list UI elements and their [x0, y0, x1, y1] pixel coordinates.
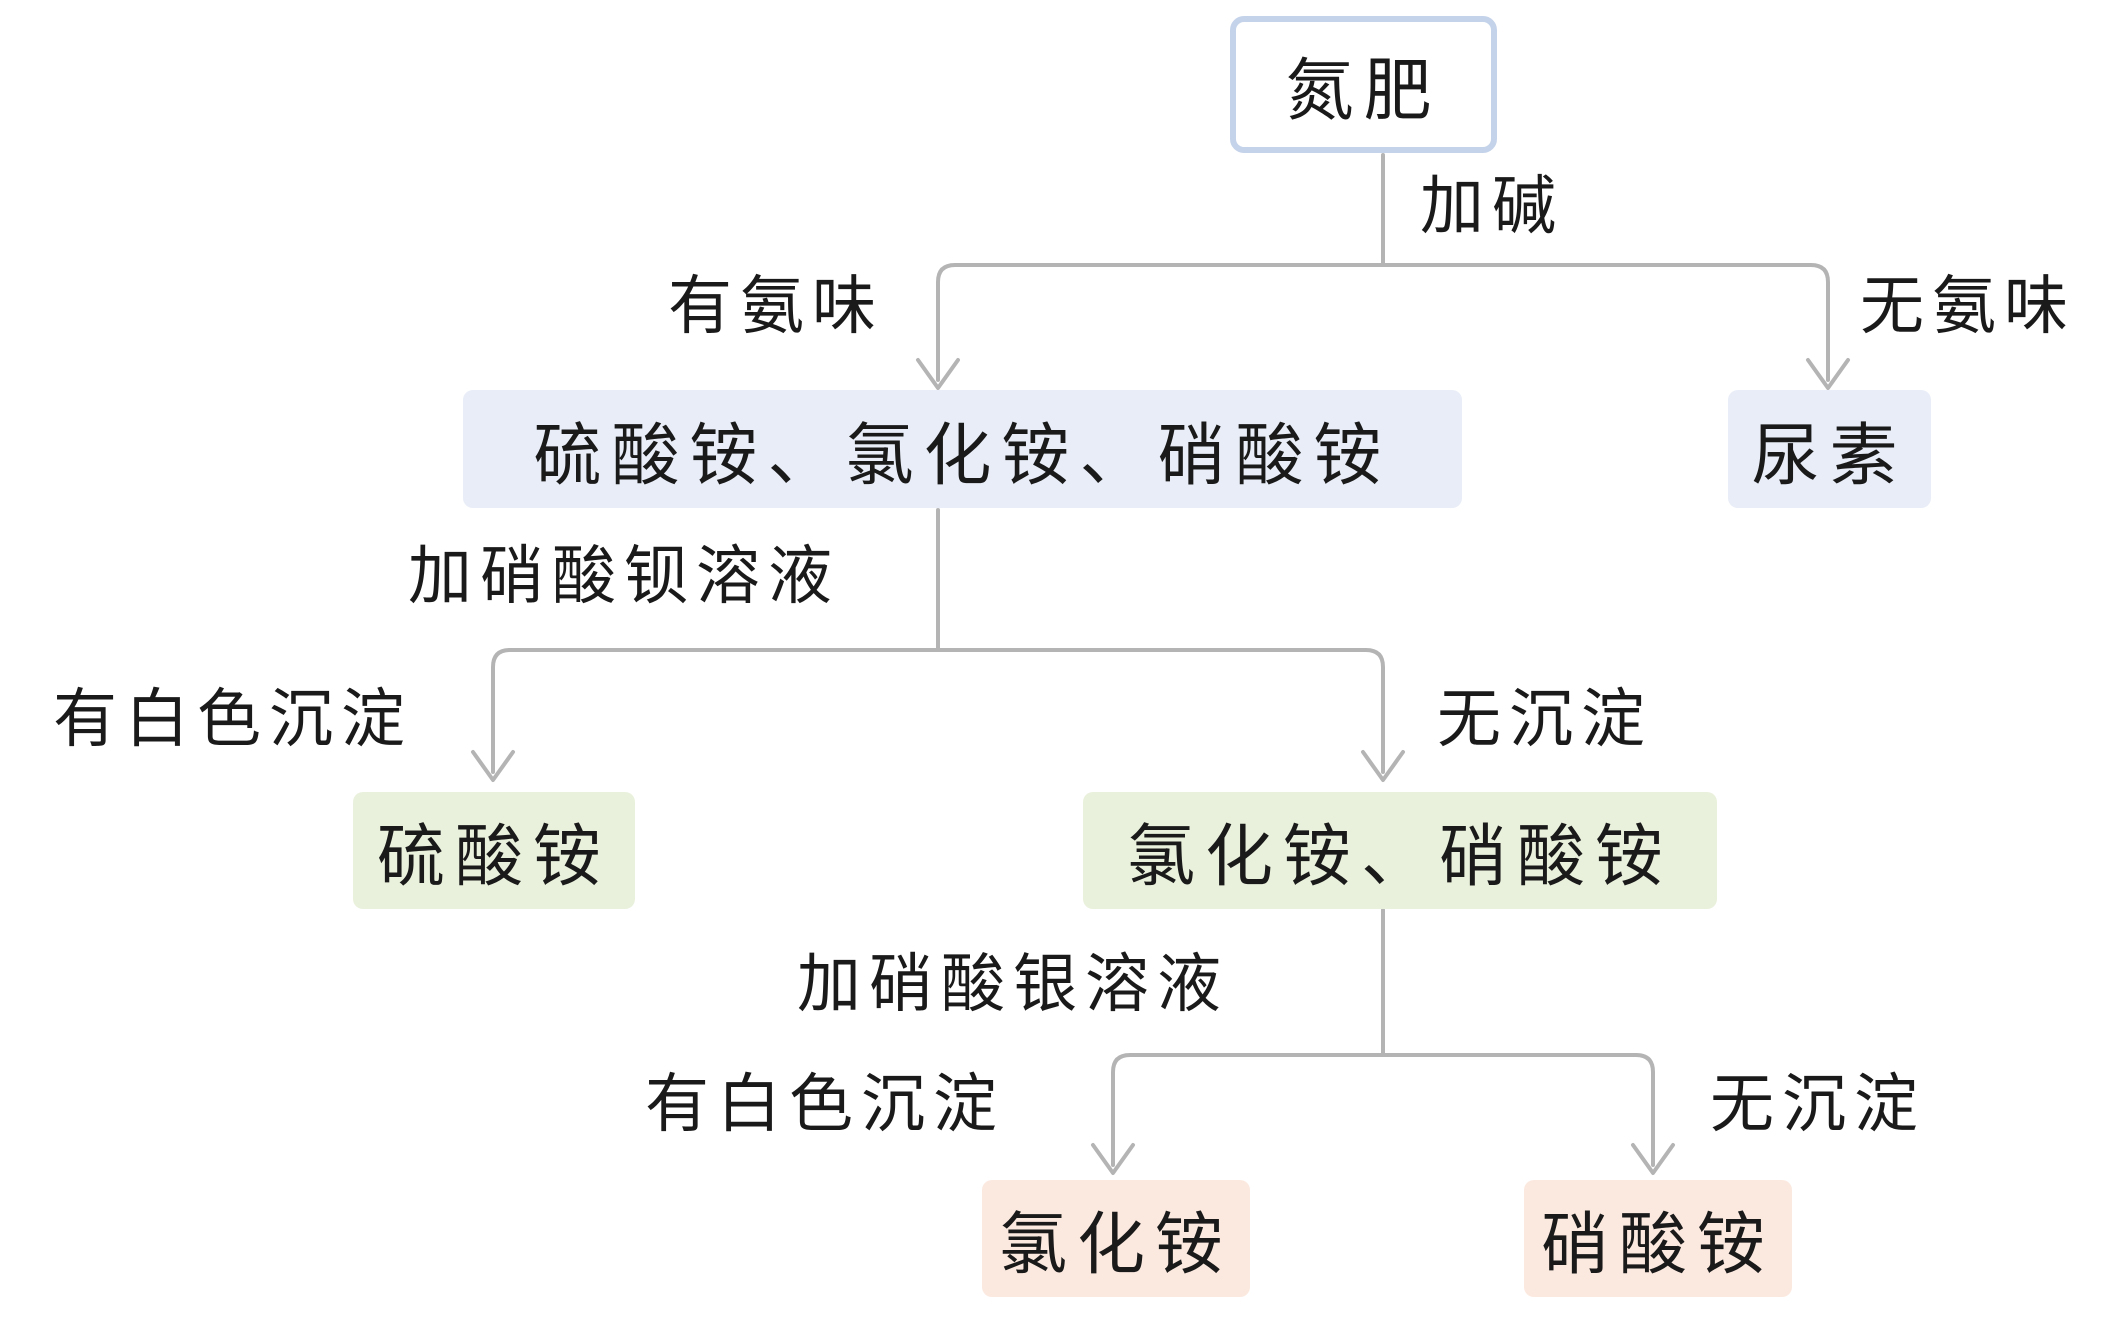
edge-label-no-ammonia-smell: 无氨味 [1860, 270, 2076, 344]
arrow-to-ammonium-chloride [1091, 1143, 1135, 1175]
edge-label-add-barium-nitrate: 加硝酸钡溶液 [408, 540, 840, 614]
node-ammonium-nitrate: 硝酸铵 [1524, 1180, 1792, 1297]
edge-label-white-precipitate-1: 有白色沉淀 [53, 683, 413, 757]
node-ammonium-group-label: 硫酸铵、氯化铵、硝酸铵 [533, 416, 1392, 496]
node-ammonium-group: 硫酸铵、氯化铵、硝酸铵 [463, 390, 1462, 508]
node-ammonium-sulfate-label: 硫酸铵 [376, 818, 611, 897]
node-urea-label: 尿素 [1751, 416, 1908, 496]
node-ammonium-chloride: 氯化铵 [982, 1180, 1250, 1297]
edge-label-no-precipitate-1: 无沉淀 [1437, 683, 1653, 757]
arrow-to-chloride-nitrate-group [1361, 750, 1405, 782]
node-chloride-nitrate-group: 氯化铵、硝酸铵 [1083, 792, 1717, 909]
node-chloride-nitrate-group-label: 氯化铵、硝酸铵 [1126, 818, 1673, 897]
node-ammonium-chloride-label: 氯化铵 [998, 1206, 1233, 1285]
node-nitrogen-fertilizer-label: 氮肥 [1285, 52, 1442, 131]
arrow-to-urea [1806, 358, 1850, 390]
connector-barium-split [491, 648, 1385, 774]
node-ammonium-nitrate-label: 硝酸铵 [1540, 1206, 1775, 1285]
edge-label-add-silver-nitrate: 加硝酸银溶液 [797, 948, 1229, 1022]
connector-root-split [936, 263, 1830, 382]
connector-silver-split [1111, 1053, 1655, 1167]
edge-label-white-precipitate-2: 有白色沉淀 [645, 1068, 1005, 1142]
node-nitrogen-fertilizer: 氮肥 [1230, 16, 1497, 153]
arrow-to-ammonium-nitrate [1631, 1143, 1675, 1175]
arrow-to-ammonium-sulfate [471, 750, 515, 782]
edge-label-no-precipitate-2: 无沉淀 [1710, 1068, 1926, 1142]
arrow-to-ammonium-group [916, 358, 960, 390]
edge-label-add-base: 加碱 [1420, 170, 1564, 244]
node-urea: 尿素 [1728, 390, 1931, 508]
node-ammonium-sulfate: 硫酸铵 [353, 792, 635, 909]
edge-label-ammonia-smell: 有氨味 [668, 270, 884, 344]
